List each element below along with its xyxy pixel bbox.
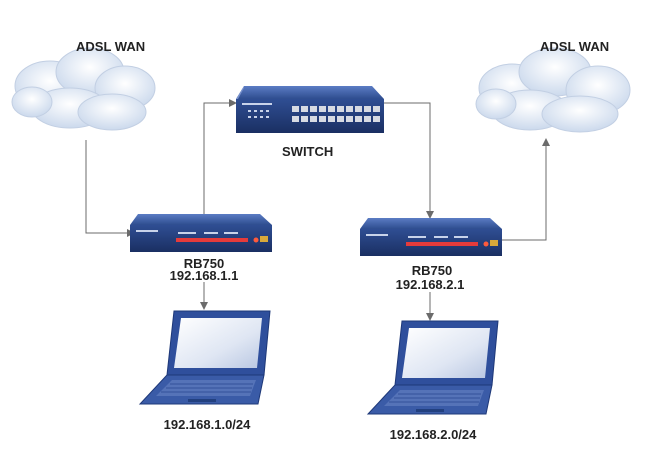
switch-device bbox=[236, 86, 384, 133]
switch-ports-icon bbox=[292, 106, 380, 122]
laptop-left-icon bbox=[138, 310, 271, 405]
router-right-ip: 192.168.2.1 bbox=[395, 277, 465, 292]
link-router-left-switch bbox=[203, 99, 237, 214]
laptop-right-icon bbox=[366, 320, 499, 415]
wan-left-label: ADSL WAN bbox=[76, 39, 146, 54]
router-right-leds-icon bbox=[406, 240, 498, 247]
router-right-name: RB750 bbox=[411, 263, 453, 278]
router-left-name: RB750 bbox=[183, 256, 225, 271]
link-wan-left-router-left bbox=[85, 140, 135, 237]
laptop-left-subnet: 192.168.1.0/24 bbox=[163, 417, 251, 432]
router-left-device bbox=[130, 214, 272, 252]
cloud-right bbox=[475, 47, 631, 133]
connectors bbox=[85, 99, 550, 321]
cloud-left bbox=[11, 47, 156, 131]
link-switch-router-right bbox=[384, 102, 434, 219]
link-router-right-wan-right bbox=[496, 138, 550, 241]
switch-label: SWITCH bbox=[282, 144, 334, 159]
wan-right-label: ADSL WAN bbox=[540, 39, 610, 54]
router-left-leds-icon bbox=[176, 236, 268, 243]
router-left-ip: 192.168.1.1 bbox=[169, 268, 239, 283]
router-right-device bbox=[360, 218, 502, 256]
laptop-right-subnet: 192.168.2.0/24 bbox=[389, 427, 477, 442]
